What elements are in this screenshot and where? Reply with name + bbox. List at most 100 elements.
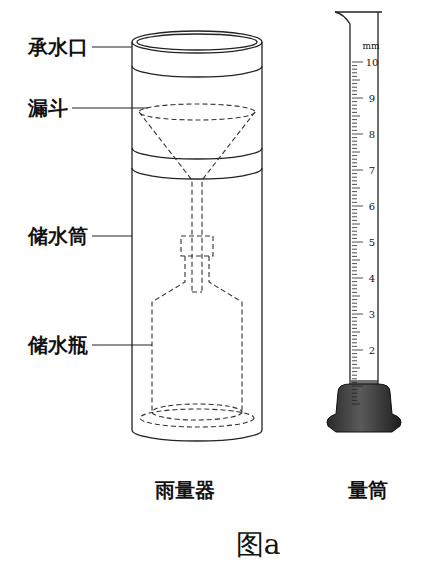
leader-lines [72,47,152,345]
scale-tick [352,267,357,268]
scale-tick [352,310,357,311]
scale-tick [352,134,363,135]
scale-tick [352,234,357,235]
scale-tick [352,119,357,120]
scale-tick [352,242,363,243]
scale-tick [352,112,357,113]
figure-label: 量筒 [348,479,388,501]
scale-tick [352,177,357,178]
figure-label: 雨量器 [155,479,215,501]
scale-tick [352,328,357,329]
scale-tick [352,155,357,156]
scale-tick [352,299,357,300]
scale-tick [352,364,357,365]
part-label: 漏斗 [28,97,68,119]
part-label: 承水口 [28,36,88,58]
scale-tick [352,404,360,405]
scale-tick [352,152,360,153]
scale-tick [352,263,357,264]
scale-tick [352,105,357,106]
scale-tick [352,314,363,315]
scale-tick [352,184,357,185]
scale-tick [352,108,357,109]
rain-gauge [132,31,262,441]
part-label: 储水筒 [28,225,88,247]
scale-tick [352,368,360,369]
scale-tick [352,285,357,286]
scale-number: 5 [369,237,375,248]
scale-tick [352,389,357,390]
scale-tick [352,188,360,189]
scale-tick [352,371,357,372]
scale-tick [352,357,357,358]
scale-tick [352,386,363,387]
scale-tick [352,378,357,379]
scale-tick [352,130,357,131]
scale-tick [352,148,357,149]
scale-tick [352,76,357,77]
scale-tick [352,137,357,138]
scale-tick [352,123,357,124]
scale-tick [352,360,357,361]
scale-tick [352,166,357,167]
scale-number: 8 [369,129,375,140]
scale-tick [352,116,360,117]
scale-tick [352,256,357,257]
scale-tick [352,220,357,221]
scale-tick [352,303,357,304]
scale-tick [352,396,357,397]
scale-tick [352,191,357,192]
scale-tick [352,375,357,376]
scale-tick [352,72,357,73]
scale-tick [352,180,357,181]
scale-tick [352,339,357,340]
scale-tick [352,324,357,325]
scale-tick [352,274,357,275]
scale-tick [352,227,357,228]
scale-tick [352,278,363,279]
scale-tick [352,173,357,174]
scale-tick [352,231,357,232]
scale-tick [352,144,357,145]
scale-tick [352,342,357,343]
scale-tick [352,83,357,84]
scale-tick [352,141,357,142]
scale-tick [352,206,363,207]
scale-tick [352,62,363,63]
scale-tick [352,335,357,336]
scale-tick [352,213,357,214]
scale-tick [352,317,357,318]
scale-tick [352,90,357,91]
scale-tick [352,98,363,99]
scale-tick [352,249,357,250]
scale-tick [352,270,357,271]
scale-tick [352,292,357,293]
scale-tick [352,159,357,160]
scale-tick [352,353,357,354]
scale-tick [352,252,357,253]
scale-tick [352,393,357,394]
scale-tick [352,306,357,307]
hidden-parts [139,104,255,427]
scale-tick [352,321,357,322]
scale-tick [352,87,357,88]
scale-tick [352,224,360,225]
scale-tick [352,94,357,95]
scale-tick [352,195,357,196]
scale-tick [352,162,357,163]
measuring-cylinder [327,12,401,432]
scale-number: 6 [369,201,375,212]
scale-tick [352,80,360,81]
scale-tick [352,198,357,199]
scale-tick [352,296,360,297]
scale-tick [352,332,360,333]
scale-number: 9 [369,93,375,104]
scale-tick [352,281,357,282]
scale-number: 3 [369,309,375,320]
scale-number: 4 [369,273,375,284]
scale-tick [352,126,357,127]
scale-tick [352,65,357,66]
scale-tick [352,260,360,261]
unit-label: mm [362,42,379,52]
scale-tick [352,216,357,217]
